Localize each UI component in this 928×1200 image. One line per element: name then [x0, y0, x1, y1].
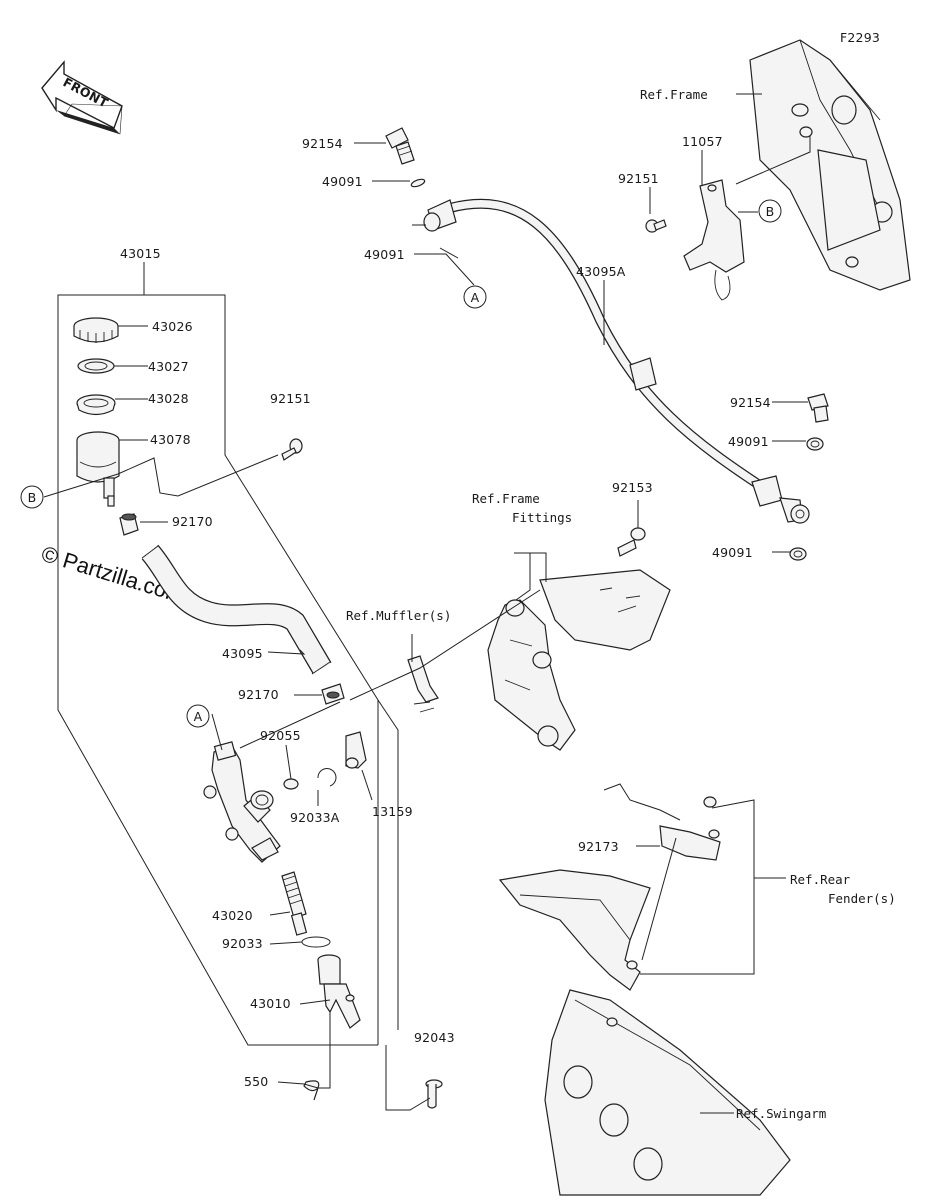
svg-text:B: B: [766, 204, 775, 219]
part-label: 49091: [712, 545, 753, 560]
callout-a-top: A: [463, 285, 487, 309]
banjo-fitting-top: [423, 199, 457, 232]
reservoir-cap: [73, 317, 119, 343]
part-label: 92154: [302, 136, 343, 151]
washer-right-2: [789, 547, 807, 561]
part-label: 43027: [148, 359, 189, 374]
hose-bracket: [683, 179, 745, 301]
muffler-bracket: [407, 655, 439, 713]
part-label: 43020: [212, 908, 253, 923]
reservoir-bolt: [281, 438, 303, 461]
rear-fender-reference: [498, 869, 651, 991]
part-label: 92033A: [290, 810, 340, 825]
part-label: 43028: [148, 391, 189, 406]
clevis-pin: [425, 1079, 443, 1109]
rear-master-cylinder: [203, 741, 281, 863]
elbow-fitting: [345, 731, 367, 769]
reference-labels: Ref.Frame Ref.Frame Fittings Ref.Muffler…: [346, 87, 896, 1121]
diagram-code: F2293: [840, 30, 880, 45]
circlip: [317, 768, 337, 787]
part-label: 92151: [270, 391, 311, 406]
part-label: 92154: [730, 395, 771, 410]
ref-frame-fittings-label: Ref.Frame: [472, 491, 540, 506]
part-label: 92033: [222, 936, 263, 951]
clevis: [317, 954, 361, 1029]
washer-top-2: [439, 247, 459, 259]
part-label: 11057: [682, 134, 723, 149]
ref-frame-fittings-label-2: Fittings: [512, 510, 572, 525]
push-rod: [281, 871, 308, 936]
part-label: 43026: [152, 319, 193, 334]
part-label: 92170: [238, 687, 279, 702]
part-label: 92170: [172, 514, 213, 529]
part-label: 550: [244, 1074, 268, 1089]
ref-frame-label: Ref.Frame: [640, 87, 708, 102]
part-label: 13159: [372, 804, 413, 819]
ref-rear-fender-label: Ref.Rear: [790, 872, 851, 887]
callout-b-left: B: [20, 485, 44, 509]
master-cylinder-group-bracket: [377, 699, 399, 1030]
leader-lines: [43, 93, 811, 1114]
circlip-lower: [301, 936, 331, 948]
part-label: 43015: [120, 246, 161, 261]
part-label: 43095A: [576, 264, 626, 279]
fitting-bolt: [617, 527, 646, 557]
callout-b-right: B: [758, 199, 782, 223]
ref-muffler-label: Ref.Muffler(s): [346, 608, 451, 623]
part-label: 49091: [322, 174, 363, 189]
part-label: 92043: [414, 1030, 455, 1045]
washer-top-1: [410, 178, 426, 188]
part-label: 92151: [618, 171, 659, 186]
reservoir-hose: [141, 544, 332, 675]
reservoir-tank: [76, 431, 120, 507]
fender-bracket: [603, 783, 721, 861]
brake-hose-upper: [448, 198, 783, 507]
part-label: 92153: [612, 480, 653, 495]
washer-right-1: [806, 437, 824, 451]
hose-clamp-lower: [321, 683, 345, 705]
cotter-pin: [303, 1080, 320, 1101]
callout-a-left: A: [186, 704, 210, 728]
part-label: 43078: [150, 432, 191, 447]
ref-swingarm-label: Ref.Swingarm: [736, 1106, 826, 1121]
swingarm-reference: [544, 989, 791, 1196]
front-arrow-icon: FRONT: [41, 60, 123, 135]
o-ring: [283, 778, 299, 790]
diaphragm: [76, 394, 116, 416]
part-label: 43010: [250, 996, 291, 1011]
bracket-bolt: [645, 219, 667, 233]
hose-clamp-upper: [119, 513, 139, 536]
reservoir-group-bracket: [57, 262, 379, 1046]
ref-rear-fender-label-2: Fender(s): [828, 891, 896, 906]
part-label: 92173: [578, 839, 619, 854]
svg-text:B: B: [28, 490, 37, 505]
part-label: 92055: [260, 728, 301, 743]
banjo-fitting-bottom: [779, 497, 810, 524]
part-label: 43095: [222, 646, 263, 661]
frame-reference: [749, 39, 911, 291]
part-labels: 43015 43026 43027 43028 43078 92170 4309…: [120, 134, 771, 1089]
frame-fittings-reference: [487, 569, 671, 751]
part-label: 49091: [728, 434, 769, 449]
banjo-bolt-right: [807, 393, 829, 423]
part-label: 49091: [364, 247, 405, 262]
banjo-bolt-top: [385, 127, 415, 165]
diaphragm-plate: [77, 358, 115, 374]
svg-text:A: A: [194, 709, 203, 724]
svg-text:A: A: [471, 290, 480, 305]
